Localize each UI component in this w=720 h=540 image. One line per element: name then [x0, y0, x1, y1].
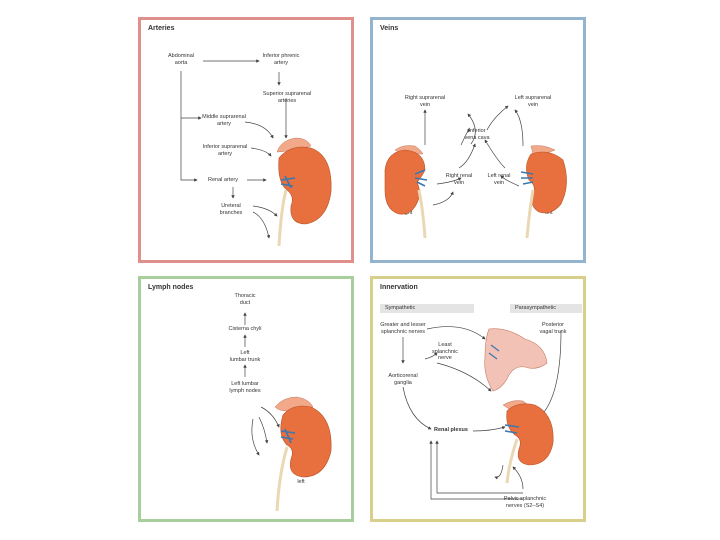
- left-lumbar-trunk-label: Left lumbar trunk: [229, 350, 261, 363]
- innervation-title: Innervation: [380, 284, 418, 291]
- right-suprarenal-vein-label: Right suprarenal vein: [404, 95, 446, 108]
- arteries-title: Arteries: [148, 25, 175, 32]
- innervation-panel: Innervation Sympathetic Parasympathetic …: [370, 276, 586, 522]
- superior-suprarenal-arteries-label: Superior suprarenal arteries: [262, 91, 312, 104]
- left-kidney-caption: left: [297, 479, 305, 485]
- middle-suprarenal-artery-label: Middle suprarenal artery: [202, 114, 246, 127]
- posterior-vagal-trunk-label: Posterior vagal trunk: [539, 322, 567, 335]
- left-suprarenal-vein-label: Left suprarenal vein: [514, 95, 552, 108]
- renal-artery-label: Renal artery: [208, 177, 238, 183]
- ureteral-branches-label: Ureteral branches: [219, 203, 243, 216]
- left-kidney-caption: left: [545, 210, 553, 216]
- kidney-illustration-lymph: [274, 396, 332, 512]
- left-renal-vein-label: Left renal vein: [487, 173, 511, 186]
- veins-arrows: [423, 105, 524, 206]
- abdominal-aorta-label: Abdominal aorta: [168, 53, 194, 66]
- kidney-illustration-innervation: [484, 328, 554, 484]
- lymph-arrows: [243, 312, 280, 456]
- sympathetic-header: Sympathetic: [380, 304, 474, 313]
- arteries-panel: Arteries Abdominal aorta Inferior phreni…: [138, 17, 354, 263]
- kidney-illustration-arteries: [276, 137, 332, 247]
- left-lumbar-lymph-nodes-label: Left lumbar lymph nodes: [229, 381, 261, 394]
- kidney-illustrations-veins: [384, 145, 567, 239]
- renal-plexus-label: Renal plexus: [434, 427, 468, 433]
- inferior-vena-cava-label: Inferior vena cava: [464, 128, 490, 141]
- inferior-phrenic-artery-label: Inferior phrenic artery: [262, 53, 300, 66]
- least-splanchnic-nerve-label: Least splanchnic nerve: [432, 342, 458, 361]
- veins-title: Veins: [380, 25, 399, 32]
- cisterna-chyli-label: Cisterna chyli: [228, 326, 262, 332]
- lymph-nodes-panel: Lymph nodes Thoracic duct Cisterna chyli…: [138, 276, 354, 522]
- veins-panel: Veins Right suprarenal vein Left suprare…: [370, 17, 586, 263]
- greater-lesser-splanchnic-label: Greater and lesser splanchnic nerves: [380, 322, 426, 335]
- arteries-arrows: [180, 59, 288, 239]
- thoracic-duct-label: Thoracic duct: [234, 293, 256, 306]
- right-renal-vein-label: Right renal vein: [445, 173, 473, 186]
- innervation-arrows: [401, 326, 562, 500]
- aorticorenal-ganglia-label: Aorticorenal ganglia: [388, 373, 418, 386]
- parasympathetic-header: Parasympathetic: [510, 304, 582, 313]
- inferior-suprarenal-artery-label: Inferior suprarenal artery: [202, 144, 248, 157]
- lymph-nodes-title: Lymph nodes: [148, 284, 194, 291]
- pelvic-splanchnic-nerves-label: Pelvic splanchnic nerves (S2–S4): [503, 496, 547, 509]
